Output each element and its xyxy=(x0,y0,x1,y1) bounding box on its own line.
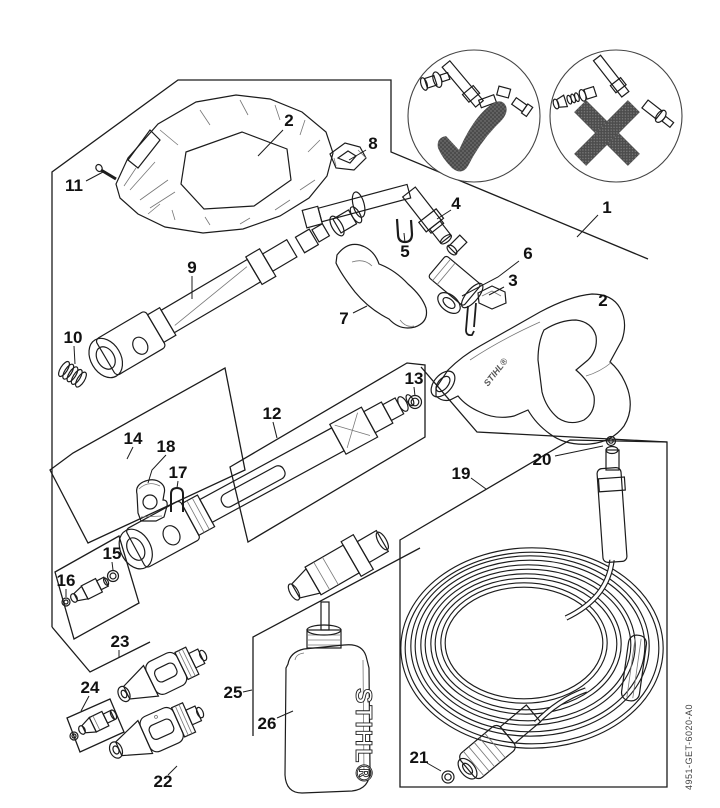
frame-coupling14-group xyxy=(49,366,246,544)
part-lance-9 xyxy=(88,206,363,379)
part-gun-housing-half xyxy=(115,94,334,234)
part-detergent-bottle: STIHL® xyxy=(284,624,377,794)
part-oring-21 xyxy=(441,770,455,784)
callout-10[interactable]: 10 xyxy=(64,328,83,347)
part-nozzle-insert-16 xyxy=(61,576,110,607)
callout-13[interactable]: 13 xyxy=(405,369,424,388)
gun-brand-logo: STIHL® xyxy=(482,356,510,388)
callout-2-gun[interactable]: 2 xyxy=(598,291,607,310)
callout-1[interactable]: 1 xyxy=(602,198,611,217)
callout-11[interactable]: 11 xyxy=(65,176,83,195)
cross-icon xyxy=(574,100,640,166)
group-frames xyxy=(49,79,668,788)
part-oring-20 xyxy=(605,435,617,447)
part-valve-assembly xyxy=(428,234,484,314)
hose-end-gun-side xyxy=(564,445,628,621)
callout-15[interactable]: 15 xyxy=(103,544,122,563)
frame-nozzleset23 xyxy=(51,626,151,673)
part-rotary-nozzle-upper xyxy=(117,646,208,703)
callout-24[interactable]: 24 xyxy=(81,678,100,697)
part-spray-lance-12 xyxy=(118,394,415,570)
callout-5[interactable]: 5 xyxy=(400,242,409,261)
callout-4[interactable]: 4 xyxy=(451,194,461,213)
callout-20[interactable]: 20 xyxy=(533,450,552,469)
part-clip-18 xyxy=(136,479,168,522)
part-clip-8 xyxy=(329,142,367,171)
callout-14[interactable]: 14 xyxy=(124,429,143,448)
bottle-brand-logo: STIHL® xyxy=(351,688,377,783)
callout-17[interactable]: 17 xyxy=(169,463,188,482)
frame-lance12-group xyxy=(229,362,426,544)
assembly-hint-correct xyxy=(407,49,541,183)
part-nozzle-insert-24 xyxy=(69,709,118,741)
callout-7[interactable]: 7 xyxy=(339,309,348,328)
leader-lines xyxy=(65,129,604,776)
frame-nozzle24-box xyxy=(66,698,125,753)
frame-main-kit xyxy=(51,79,649,627)
assembly-hint-wrong xyxy=(549,49,683,183)
callout-9[interactable]: 9 xyxy=(187,258,196,277)
callout-3[interactable]: 3 xyxy=(508,271,517,290)
part-cap-pin xyxy=(465,285,507,337)
callout-12[interactable]: 12 xyxy=(263,404,282,423)
callout-numbers: 2 8 11 4 1 5 6 3 9 2 7 10 13 12 14 18 17… xyxy=(57,111,612,791)
callout-19[interactable]: 19 xyxy=(452,464,471,483)
part-rotary-nozzle-22 xyxy=(108,702,205,759)
callout-25[interactable]: 25 xyxy=(224,683,243,702)
part-trigger xyxy=(335,243,428,329)
callout-2-housing[interactable]: 2 xyxy=(284,111,293,130)
callout-16[interactable]: 16 xyxy=(57,571,76,590)
check-icon xyxy=(437,101,507,172)
frame-bottle-group xyxy=(252,547,421,736)
part-outlet-tube xyxy=(301,183,452,245)
part-oring-15 xyxy=(106,569,120,583)
doc-number: 4951-GET-6020-A0 xyxy=(684,704,694,790)
callout-26[interactable]: 26 xyxy=(258,714,277,733)
callout-21[interactable]: 21 xyxy=(410,748,429,767)
part-screw xyxy=(95,163,117,181)
callout-23[interactable]: 23 xyxy=(111,632,130,651)
frame-hose-group xyxy=(399,439,668,788)
part-spring xyxy=(58,360,87,388)
frame-nozzle16-box xyxy=(54,535,140,640)
part-pressure-hose xyxy=(400,445,664,780)
callout-22[interactable]: 22 xyxy=(154,772,173,791)
frame-right-boundary xyxy=(420,366,668,443)
callout-8[interactable]: 8 xyxy=(368,134,377,153)
hose-coil xyxy=(400,547,664,749)
callout-6[interactable]: 6 xyxy=(523,244,532,263)
hose-strap xyxy=(620,634,648,702)
part-spray-gun: STIHL® xyxy=(430,293,631,445)
hose-end-machine-side xyxy=(457,687,587,780)
callout-18[interactable]: 18 xyxy=(157,437,176,456)
part-oring-13 xyxy=(407,394,423,410)
